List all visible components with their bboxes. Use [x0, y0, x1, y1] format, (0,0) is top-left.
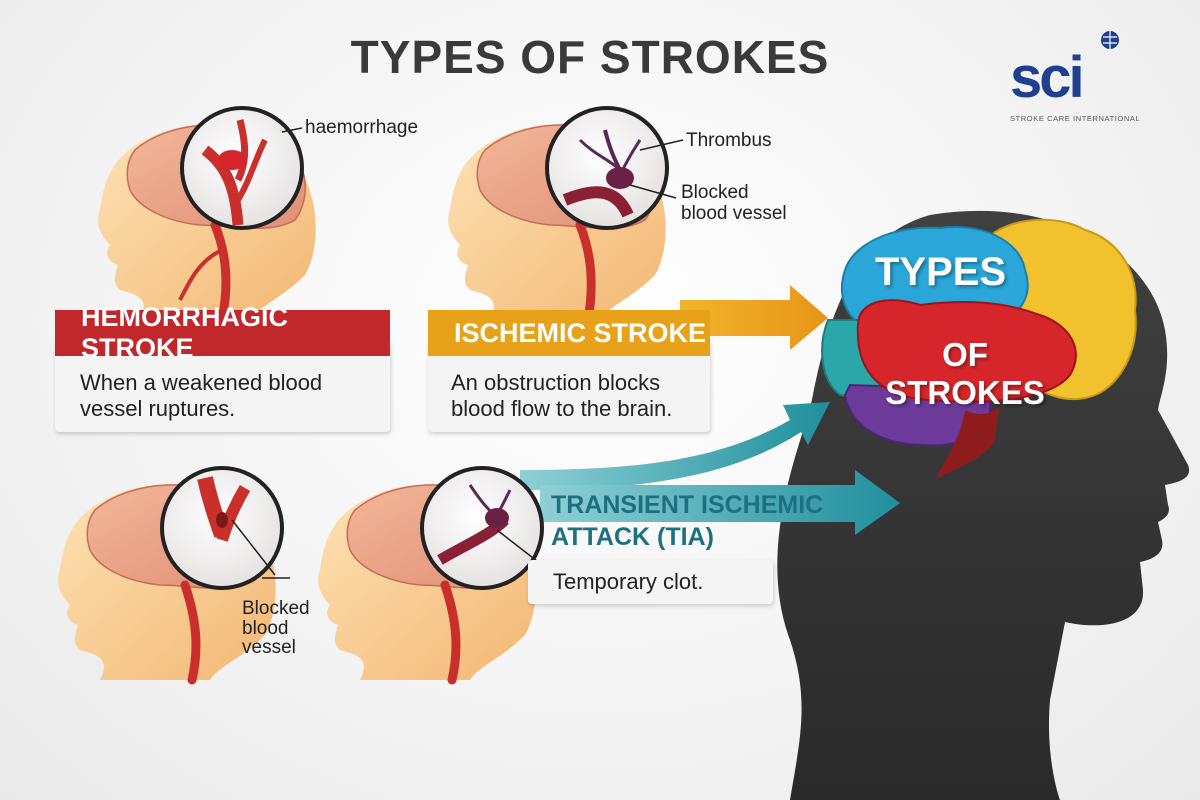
lower-blocked-callout-line3: vessel: [242, 637, 296, 658]
tia-description-box: [528, 560, 773, 604]
ischemic-description-line2: blood flow to the brain.: [451, 396, 673, 421]
tia-head-illustration: [318, 466, 556, 685]
tia-title-line2: ATTACK (TIA): [551, 523, 714, 551]
tia-arrows: [520, 402, 900, 535]
haemorrhage-callout: haemorrhage: [305, 117, 419, 138]
ischemic-stroke-banner: ISCHEMIC STROKE: [428, 310, 710, 356]
hemorrhagic-description-line1: When a weakened blood: [80, 370, 323, 395]
ischemic-description-line1: An obstruction blocks: [451, 370, 661, 395]
sci-logo-tagline: STROKE CARE INTERNATIONAL: [1010, 114, 1141, 123]
ischemic-stroke-title: ISCHEMIC STROKE: [454, 317, 707, 348]
hemorrhagic-description-line2: vessel ruptures.: [80, 396, 236, 421]
lower-blocked-callout-line2: blood: [242, 618, 289, 639]
big-head-title-line1: TYPES: [875, 250, 1007, 294]
page-title: TYPES OF STROKES: [350, 31, 830, 83]
ischemic-head-illustration: [448, 106, 684, 325]
thrombus-callout: Thrombus: [686, 130, 772, 151]
blocked-vessel-callout-line2: blood vessel: [681, 203, 787, 224]
ischemic-arrow: [680, 285, 828, 350]
sci-logo: sci: [1010, 45, 1085, 110]
hemorrhagic-head-illustration: [98, 106, 316, 325]
blocked-vessel-callout-line1: Blocked: [681, 182, 749, 203]
hemorrhagic-stroke-banner: HEMORRHAGIC STROKE: [55, 302, 390, 363]
tia-description: Temporary clot.: [553, 569, 704, 594]
big-head-brain: [821, 218, 1137, 480]
lower-blocked-callout-line1: Blocked: [242, 598, 310, 619]
sci-logo-mark: [1101, 31, 1119, 49]
hemorrhagic-stroke-title: HEMORRHAGIC STROKE: [81, 302, 288, 363]
big-head-title-line2: OF STROKES: [885, 336, 1045, 411]
blocked-vessel-head-illustration: [58, 466, 290, 685]
tia-title-line1: TRANSIENT ISCHEMIC: [551, 491, 824, 519]
